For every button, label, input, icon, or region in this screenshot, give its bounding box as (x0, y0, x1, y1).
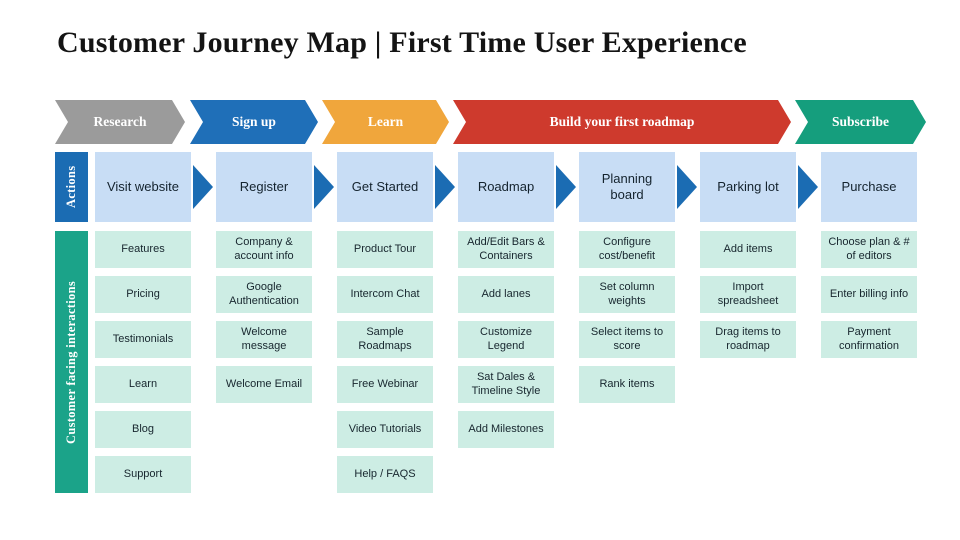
interaction-item: Rank items (579, 366, 675, 403)
interaction-item: Add lanes (458, 276, 554, 313)
action-parking-lot: Parking lot (700, 152, 796, 222)
interaction-item: Add Milestones (458, 411, 554, 448)
arrow-right-icon (677, 165, 697, 209)
interactions-column-parking-lot: Add items Import spreadsheet Drag items … (700, 231, 796, 358)
interaction-item: Company & account info (216, 231, 312, 268)
interaction-item: Add/Edit Bars & Containers (458, 231, 554, 268)
interaction-item: Welcome Email (216, 366, 312, 403)
interactions-column-roadmap: Add/Edit Bars & Containers Add lanes Cus… (458, 231, 554, 448)
phase-build-roadmap: Build your first roadmap (453, 100, 791, 144)
interaction-item: Features (95, 231, 191, 268)
interaction-item: Google Authentication (216, 276, 312, 313)
arrow-right-icon (314, 165, 334, 209)
action-purchase: Purchase (821, 152, 917, 222)
actions-row-label: Actions (55, 152, 88, 222)
page-title: Customer Journey Map | First Time User E… (57, 26, 747, 59)
arrow-right-icon (193, 165, 213, 209)
interactions-column-purchase: Choose plan & # of editors Enter billing… (821, 231, 917, 358)
interaction-item: Enter billing info (821, 276, 917, 313)
interaction-item: Sat Dales & Timeline Style (458, 366, 554, 403)
arrow-right-icon (435, 165, 455, 209)
interactions-column-register: Company & account info Google Authentica… (216, 231, 312, 403)
interactions-column-planning-board: Configure cost/benefit Set column weight… (579, 231, 675, 403)
interaction-item: Configure cost/benefit (579, 231, 675, 268)
interactions-row-label: Customer facing interactions (55, 231, 88, 493)
interaction-item: Payment confirmation (821, 321, 917, 358)
interaction-item: Blog (95, 411, 191, 448)
interaction-item: Testimonials (95, 321, 191, 358)
action-get-started: Get Started (337, 152, 433, 222)
interaction-item: Support (95, 456, 191, 493)
phase-research: Research (55, 100, 185, 144)
interaction-item: Intercom Chat (337, 276, 433, 313)
arrow-right-icon (556, 165, 576, 209)
arrow-right-icon (798, 165, 818, 209)
action-roadmap: Roadmap (458, 152, 554, 222)
interaction-item: Welcome message (216, 321, 312, 358)
interaction-item: Customize Legend (458, 321, 554, 358)
interaction-item: Drag items to roadmap (700, 321, 796, 358)
interaction-item: Import spreadsheet (700, 276, 796, 313)
interaction-item: Free Webinar (337, 366, 433, 403)
action-register: Register (216, 152, 312, 222)
phase-learn: Learn (322, 100, 449, 144)
interactions-column-visit-website: Features Pricing Testimonials Learn Blog… (95, 231, 191, 493)
phase-subscribe: Subscribe (795, 100, 926, 144)
interaction-item: Product Tour (337, 231, 433, 268)
action-planning-board: Planning board (579, 152, 675, 222)
interaction-item: Video Tutorials (337, 411, 433, 448)
interaction-item: Select items to score (579, 321, 675, 358)
interaction-item: Choose plan & # of editors (821, 231, 917, 268)
interaction-item: Add items (700, 231, 796, 268)
interaction-item: Sample Roadmaps (337, 321, 433, 358)
action-visit-website: Visit website (95, 152, 191, 222)
interaction-item: Help / FAQS (337, 456, 433, 493)
interaction-item: Set column weights (579, 276, 675, 313)
interactions-column-get-started: Product Tour Intercom Chat Sample Roadma… (337, 231, 433, 493)
interaction-item: Learn (95, 366, 191, 403)
phase-sign-up: Sign up (190, 100, 318, 144)
interaction-item: Pricing (95, 276, 191, 313)
